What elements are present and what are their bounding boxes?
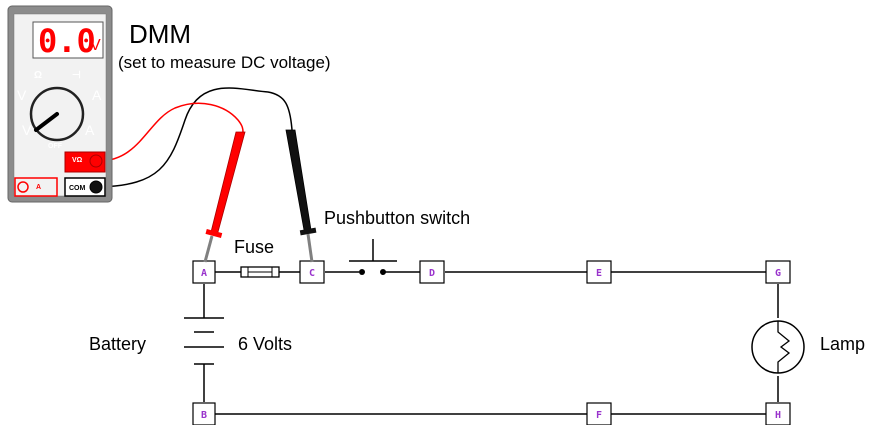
- switch-label: Pushbutton switch: [324, 208, 470, 228]
- terminal-h-label: H: [775, 410, 781, 421]
- jack-com-label: COM: [69, 185, 86, 192]
- pushbutton-switch: [349, 239, 397, 275]
- terminal-e-label: E: [596, 268, 602, 279]
- terminal-g: G: [765, 260, 791, 284]
- red-lead-plug: [89, 154, 103, 168]
- terminal-d: D: [419, 260, 445, 284]
- dial-label-v-ac: V: [17, 87, 27, 103]
- red-test-lead-cable: [99, 102, 244, 162]
- meter-reading: 0.0: [38, 22, 96, 60]
- black-test-lead-cable: [99, 87, 293, 188]
- jack-a[interactable]: A: [14, 177, 58, 197]
- battery-label: Battery: [89, 334, 146, 354]
- meter-unit: V: [90, 37, 101, 54]
- voltage-label: 6 Volts: [238, 334, 292, 354]
- meter-name: DMM: [129, 19, 191, 49]
- terminal-f-label: F: [596, 410, 602, 421]
- jack-a-label: A: [36, 184, 41, 191]
- jack-vohm-label: VΩ: [72, 157, 83, 164]
- dial-label-diode: ⊣: [72, 70, 81, 81]
- circuit-wires: [203, 271, 779, 415]
- dial-label-a-ac: A: [92, 87, 102, 103]
- terminal-a-label: A: [201, 268, 207, 279]
- lamp-label: Lamp: [820, 334, 865, 354]
- battery: [184, 317, 224, 365]
- terminal-b-label: B: [201, 410, 207, 421]
- terminal-b: B: [192, 402, 216, 425]
- fuse: [240, 266, 280, 278]
- digital-multimeter: 0.0 V Ω ⊣ V A V A OFF VΩ A COM: [7, 5, 113, 203]
- terminal-d-label: D: [429, 268, 435, 279]
- red-probe[interactable]: [203, 131, 246, 263]
- meter-display: 0.0 V: [32, 21, 104, 60]
- dial-label-a-dc: A: [85, 122, 95, 138]
- dial-label-off: OFF: [48, 143, 63, 150]
- black-lead-plug: [89, 180, 103, 194]
- terminal-c: C: [299, 260, 325, 284]
- dial-label-ohm: Ω: [34, 70, 42, 81]
- terminal-e: E: [586, 260, 612, 284]
- terminal-a: A: [192, 260, 216, 284]
- terminal-c-label: C: [309, 268, 315, 279]
- meter-note: (set to measure DC voltage): [118, 53, 331, 72]
- terminal-g-label: G: [775, 268, 781, 279]
- fuse-label: Fuse: [234, 237, 274, 257]
- terminal-f: F: [586, 402, 612, 425]
- selector-dial[interactable]: [29, 86, 85, 142]
- black-probe[interactable]: [285, 129, 317, 263]
- dial-label-v-dc: V: [22, 122, 32, 138]
- lamp: [751, 320, 805, 374]
- selector-pointer: [34, 112, 59, 132]
- terminal-h: H: [765, 402, 791, 425]
